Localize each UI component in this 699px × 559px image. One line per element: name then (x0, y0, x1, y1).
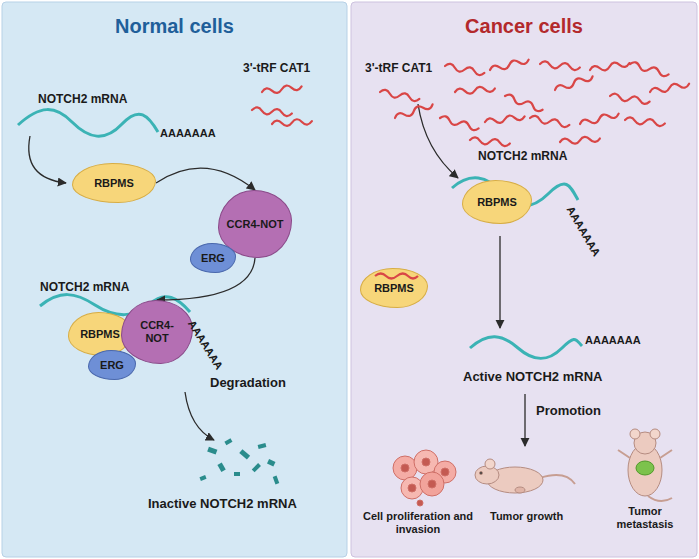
connector-arrow (156, 168, 255, 190)
text-label: 3'-tRF CAT1 (365, 62, 432, 76)
text-label: NOTCH2 mRNA (478, 150, 567, 164)
trf-squiggle (629, 61, 669, 77)
divider (348, 2, 350, 557)
trf-squiggle (560, 136, 600, 145)
cell-cluster-icon (393, 450, 456, 506)
text-label: Inactive NOTCH2 mRNA (148, 497, 297, 512)
node-label: ERG (201, 252, 225, 265)
trf-squiggle (444, 63, 484, 76)
trf-squiggle (554, 74, 594, 93)
ccr4-not-complex: CCR4-NOT (121, 300, 193, 364)
text-label: NOTCH2 mRNA (38, 93, 127, 107)
text-label: AAAAAAA (585, 334, 641, 347)
text-label: Tumor growth (490, 510, 563, 523)
trf-squiggle (455, 86, 495, 95)
node-label: CCR4-NOT (129, 319, 185, 344)
panel-ground (2, 2, 347, 557)
trf-squiggle (649, 81, 689, 95)
trf-squiggle (252, 107, 292, 116)
cell-panel: Cancer cellsRBPMS RBPMS (352, 3, 696, 556)
text-label: Promotion (536, 404, 601, 419)
trf-squiggle (489, 57, 529, 73)
trf-squiggle (610, 93, 650, 105)
text-label: 3'-tRF CAT1 (243, 62, 310, 76)
trf-squiggle (439, 115, 479, 131)
text-label: Cell proliferation and invasion (352, 510, 484, 535)
text-label: Active NOTCH2 mRNA (463, 370, 602, 385)
trf-squiggle (272, 118, 312, 127)
rbpms-protein: RBPMS (360, 268, 428, 308)
arrow (185, 392, 214, 440)
text-label: Tumor metastasis (603, 505, 687, 530)
mrna-strand (18, 110, 158, 137)
panel-ground (351, 2, 697, 557)
node-label: RBPMS (477, 196, 517, 209)
arrow (418, 104, 458, 178)
trf-squiggle (485, 113, 525, 125)
trf-squiggle (529, 115, 569, 128)
text-label: AAAAAAA (160, 127, 216, 140)
node-label: RBPMS (94, 177, 134, 190)
rbpms-protein: RBPMS (72, 163, 156, 203)
trf-squiggle (625, 117, 665, 126)
node-label: ERG (100, 359, 124, 372)
cell-panel: Normal cellsRBPMS CCR4-NOT ERG RBPMS CCR4-NO… (3, 3, 346, 556)
panel-title: Normal cells (3, 15, 346, 38)
mouse-metastasis-icon (618, 429, 672, 501)
trf-squiggle (540, 61, 580, 70)
node-label: RBPMS (374, 282, 414, 295)
node-label: CCR4-NOT (227, 218, 284, 231)
rbpms-protein: RBPMS (462, 180, 532, 224)
trf-squiggle (394, 102, 434, 121)
arrow (524, 394, 525, 446)
text-label: NOTCH2 mRNA (40, 281, 129, 295)
arrow (29, 136, 66, 183)
node-label: RBPMS (80, 328, 120, 341)
trf-squiggles (252, 57, 690, 147)
trf-squiggle (379, 89, 419, 102)
trf-squiggle (504, 93, 544, 112)
arrow (499, 236, 500, 328)
text-label: Degradation (210, 376, 286, 391)
mouse-icon (475, 459, 575, 493)
trf-squiggle (579, 111, 619, 127)
erg-protein: ERG (88, 350, 136, 380)
trf-squiggle (375, 274, 418, 279)
mrna-fragments (199, 438, 279, 484)
erg-protein: ERG (190, 243, 236, 273)
panel-title: Cancer cells (352, 15, 696, 38)
trf-squiggle (262, 83, 302, 95)
trf-squiggle (470, 137, 510, 146)
mrna-strand (470, 337, 582, 359)
trf-squiggle (589, 60, 629, 73)
